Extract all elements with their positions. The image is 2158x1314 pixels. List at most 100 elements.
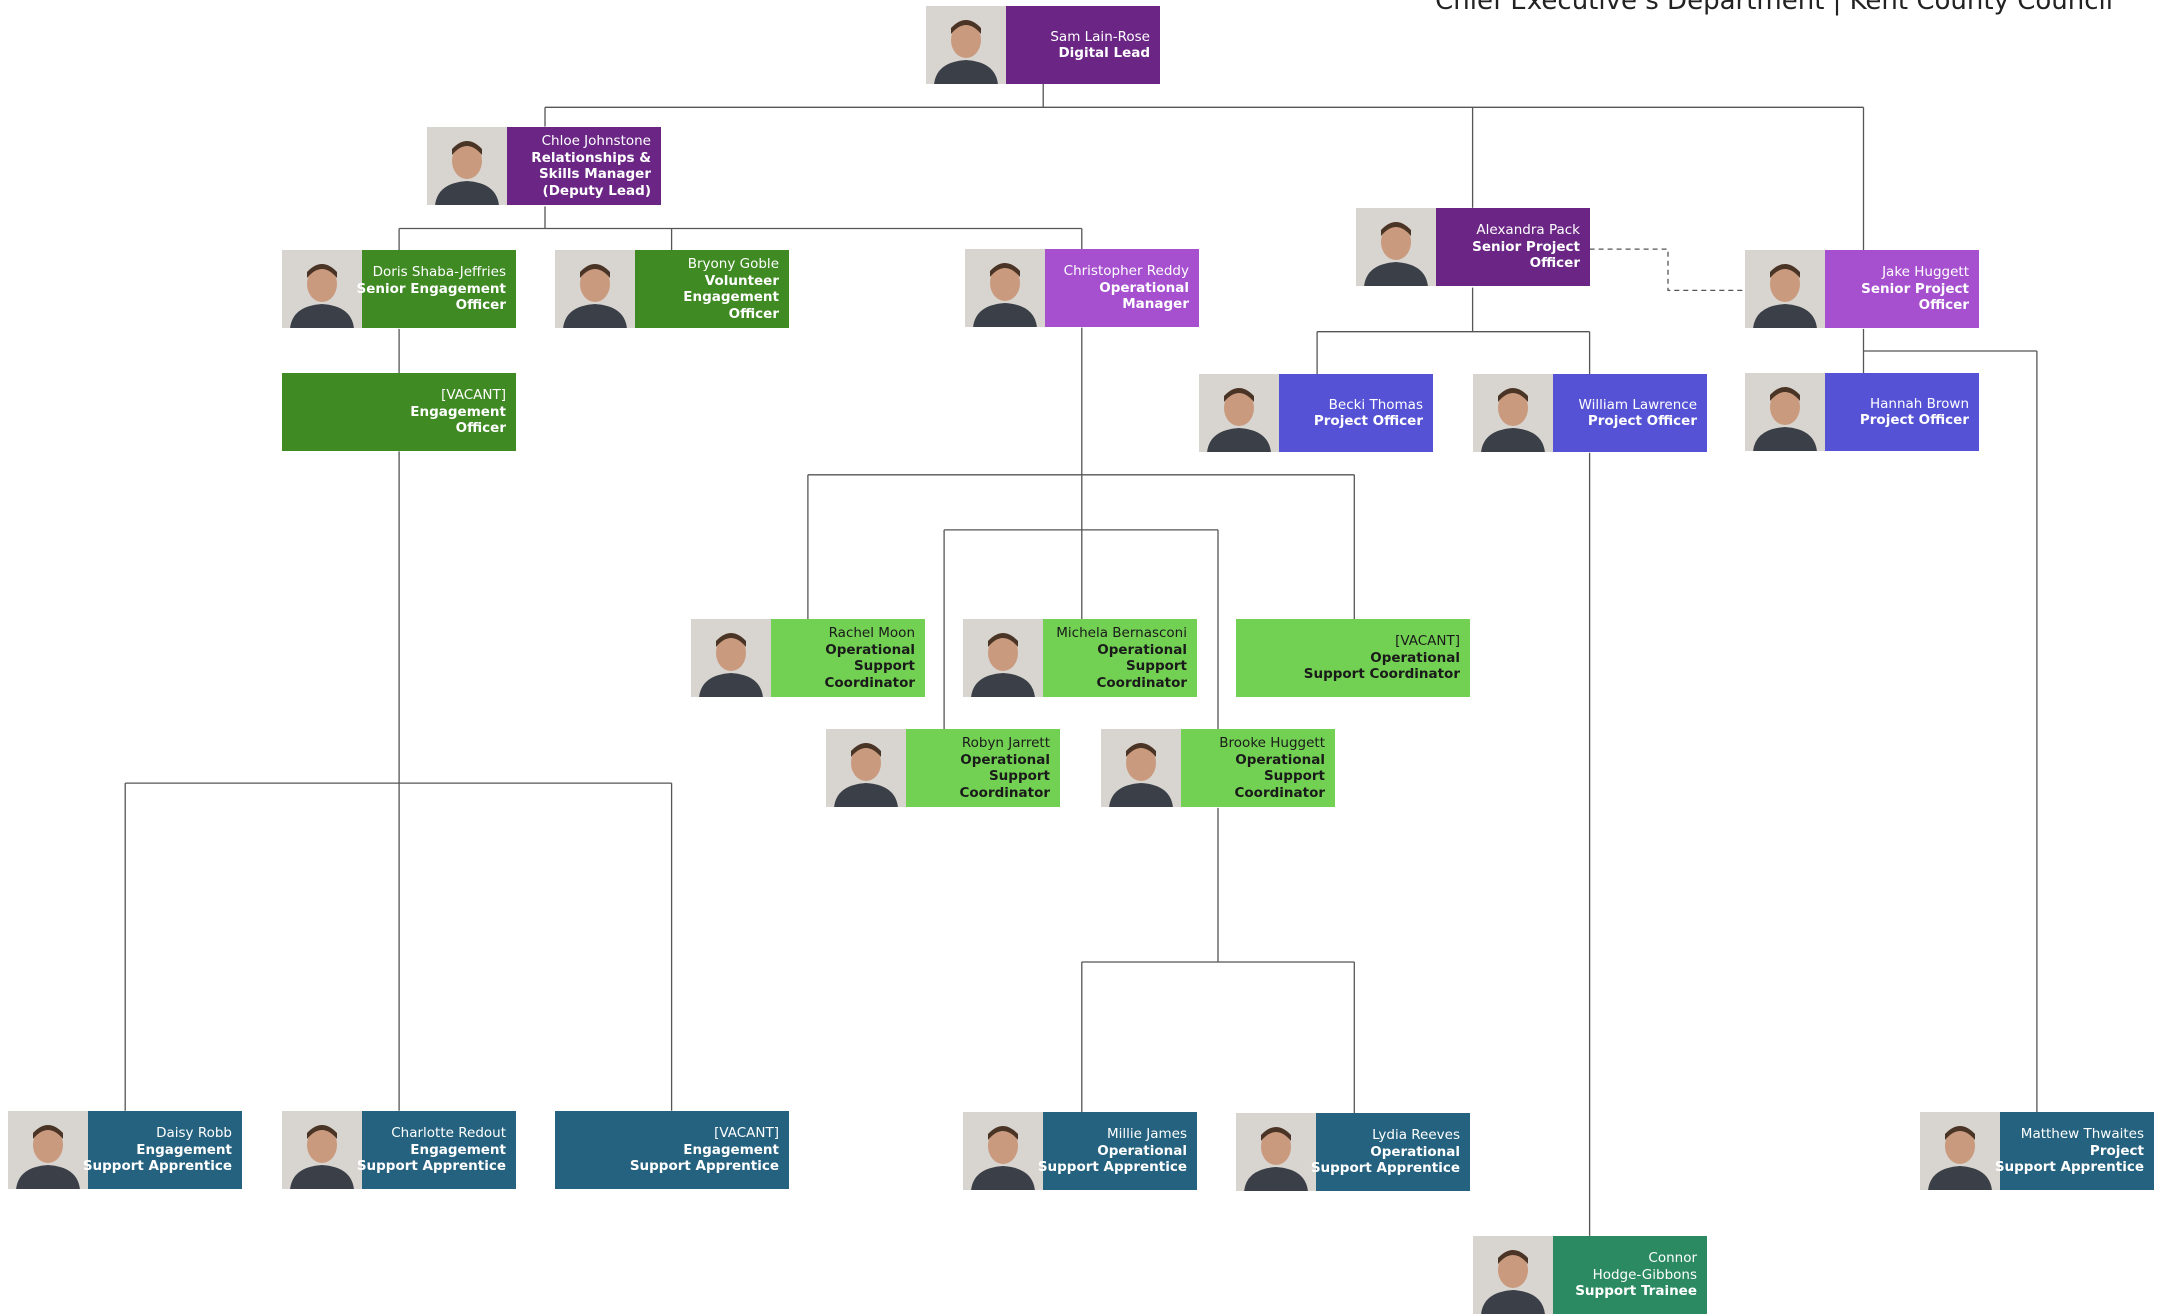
person-name: Doris Shaba-Jeffries bbox=[372, 264, 506, 281]
person-role-line: Operational bbox=[960, 751, 1050, 768]
profile-photo bbox=[926, 6, 1006, 84]
person-role-line: Support bbox=[853, 658, 915, 674]
profile-photo bbox=[965, 249, 1045, 327]
profile-photo bbox=[1101, 729, 1181, 807]
person-name: Christopher Reddy bbox=[1063, 263, 1189, 280]
person-role-line: Operational bbox=[825, 641, 915, 658]
person-role-line: Senior Project bbox=[1472, 238, 1580, 255]
person-role-line: Support Coordinator bbox=[1303, 666, 1460, 683]
person-name: Bryony Goble bbox=[687, 256, 779, 272]
person-role-line: Support bbox=[1263, 768, 1325, 784]
person-name: Daisy Robb bbox=[156, 1125, 232, 1142]
person-role-line: Project Officer bbox=[1313, 413, 1423, 429]
profile-photo bbox=[1745, 250, 1825, 328]
person-role-line: Support Apprentice bbox=[629, 1158, 779, 1175]
person-role-line: Operational bbox=[1235, 751, 1325, 768]
person-role-line: Engagement bbox=[136, 1141, 232, 1158]
person-role-line: Coordinator bbox=[824, 674, 915, 691]
person-role-line: Operational bbox=[1097, 641, 1187, 658]
profile-photo bbox=[8, 1111, 88, 1189]
person-role-line: Support bbox=[1125, 658, 1187, 674]
person-role-line: Officer bbox=[455, 420, 506, 437]
person-role-line: Support Apprentice bbox=[82, 1158, 232, 1175]
person-role-line: Engagement bbox=[683, 289, 779, 305]
person-role-line: Engagement bbox=[683, 1141, 779, 1158]
department-header: Chief Executive’s Department | Kent Coun… bbox=[1435, 0, 2113, 16]
profile-photo bbox=[427, 127, 507, 205]
person-role-line: Operational bbox=[1099, 279, 1189, 296]
person-role-line: Support Trainee bbox=[1575, 1283, 1697, 1300]
person-name: [VACANT] bbox=[441, 387, 506, 404]
person-role-line: Support Apprentice bbox=[1037, 1159, 1187, 1176]
person-role-line: Senior Project bbox=[1861, 280, 1969, 297]
person-role-line: Support Apprentice bbox=[1994, 1159, 2144, 1176]
profile-photo bbox=[1356, 208, 1436, 286]
person-name: Robyn Jarrett bbox=[961, 735, 1050, 751]
person-role-line: Digital Lead bbox=[1058, 45, 1150, 61]
person-name: Matthew Thwaites bbox=[2020, 1126, 2144, 1143]
person-role-line: Officer bbox=[728, 305, 779, 322]
person-role-line: (Deputy Lead) bbox=[542, 182, 651, 199]
person-role-line: Support Apprentice bbox=[356, 1158, 506, 1175]
profile-photo bbox=[1745, 373, 1825, 451]
person-name: Millie James bbox=[1107, 1126, 1187, 1143]
profile-photo bbox=[1199, 374, 1279, 452]
profile-photo bbox=[826, 729, 906, 807]
person-name: Chloe Johnstone bbox=[541, 133, 651, 149]
person-name: Jake Huggett bbox=[1882, 264, 1969, 281]
profile-photo bbox=[963, 1112, 1043, 1190]
profile-photo bbox=[1236, 1113, 1316, 1191]
person-role-line: Manager bbox=[1122, 296, 1189, 313]
person-role-line: Support bbox=[988, 768, 1050, 784]
person-name: [VACANT] bbox=[714, 1125, 779, 1142]
profile-photo bbox=[1473, 1236, 1553, 1314]
profile-photo bbox=[963, 619, 1043, 697]
person-name: Sam Lain-Rose bbox=[1050, 28, 1150, 45]
person-name: William Lawrence bbox=[1578, 396, 1697, 413]
person-role-line: Project Officer bbox=[1859, 412, 1969, 428]
dashed-connector-line bbox=[1589, 248, 1746, 292]
person-name-line-2: Hodge-Gibbons bbox=[1592, 1266, 1697, 1283]
person-name: Brooke Huggett bbox=[1219, 735, 1325, 751]
person-role-line: Operational bbox=[1370, 649, 1460, 666]
person-role-line: Coordinator bbox=[959, 784, 1050, 801]
profile-photo bbox=[282, 250, 362, 328]
profile-photo bbox=[1473, 374, 1553, 452]
person-role-line: Skills Manager bbox=[538, 166, 651, 182]
person-name: Michela Bernasconi bbox=[1056, 625, 1187, 641]
profile-photo bbox=[691, 619, 771, 697]
